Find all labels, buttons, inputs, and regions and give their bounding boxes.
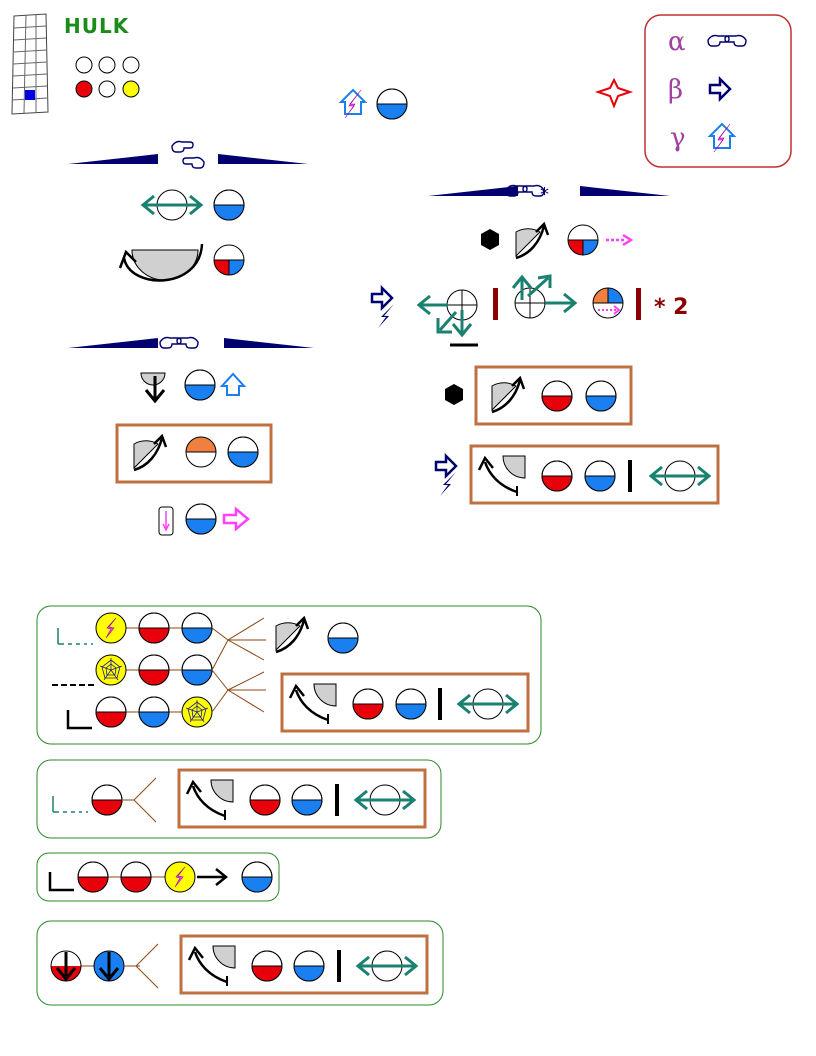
star-icon bbox=[594, 77, 634, 109]
panel-4-content bbox=[50, 934, 429, 995]
separator-bar bbox=[337, 950, 341, 982]
web-ball-icon bbox=[95, 654, 127, 686]
red-ball-icon bbox=[352, 688, 384, 720]
blue-ball-icon bbox=[138, 696, 170, 728]
red-ball-icon bbox=[77, 861, 109, 893]
legend-symbol-gamma: γ bbox=[670, 123, 686, 153]
launcher-arc-icon bbox=[132, 434, 168, 472]
combo-frame bbox=[474, 365, 633, 426]
blue-ball-icon bbox=[395, 688, 427, 720]
pointing-hand-icon bbox=[171, 140, 194, 153]
launcher-arc-icon bbox=[490, 376, 526, 414]
magenta-arrow-right-icon bbox=[222, 506, 250, 532]
separator-bar bbox=[493, 288, 498, 320]
legend-box: α β γ bbox=[594, 14, 792, 168]
red-ball-icon bbox=[120, 861, 152, 893]
launcher-arc-icon bbox=[514, 222, 550, 260]
section-header-2 bbox=[68, 336, 314, 349]
blue-ball-icon bbox=[291, 784, 323, 816]
blue-ball-icon bbox=[376, 88, 408, 120]
red-ball-icon bbox=[138, 612, 170, 644]
page-title: HULK bbox=[64, 14, 130, 38]
section-header-1 bbox=[68, 140, 308, 169]
down-input-icon bbox=[158, 506, 174, 536]
combo-frame bbox=[179, 934, 429, 995]
section-header-3: * bbox=[428, 184, 670, 205]
combo-frame bbox=[280, 672, 530, 733]
lightning-bolt-icon bbox=[378, 304, 394, 328]
multi-direction-arrows-icon bbox=[511, 274, 578, 319]
blue-ball-icon bbox=[227, 436, 259, 468]
panel-3-content bbox=[48, 861, 273, 893]
multiplier-label: * 2 bbox=[654, 295, 688, 320]
blue-down-ball-icon bbox=[93, 950, 125, 982]
left-right-arrows-icon bbox=[141, 188, 203, 222]
blue-ball-icon bbox=[584, 460, 616, 492]
arrow-right-icon bbox=[215, 868, 229, 886]
legend-symbol-alpha: α bbox=[668, 27, 686, 57]
red-down-ball-icon bbox=[50, 950, 82, 982]
red-ball-icon bbox=[249, 784, 281, 816]
separator-bar bbox=[628, 460, 632, 492]
house-lightning-icon bbox=[340, 89, 366, 119]
red-ball-icon bbox=[251, 950, 283, 982]
combo-frame bbox=[177, 768, 427, 829]
multi-direction-arrows-icon bbox=[416, 289, 478, 347]
half-circle-swing-icon bbox=[118, 243, 204, 282]
asterisk-icon: * bbox=[540, 184, 549, 205]
outline-arrow-right-icon bbox=[434, 454, 458, 478]
web-ball-icon bbox=[181, 696, 213, 728]
blue-ball-icon bbox=[185, 503, 217, 535]
red-ball-icon bbox=[91, 784, 123, 816]
dotted-arrow-right-icon bbox=[606, 233, 634, 247]
red-blue-ball-icon bbox=[567, 224, 599, 256]
up-arrow-icon bbox=[219, 372, 247, 396]
outline-arrow-right-icon bbox=[370, 286, 394, 310]
blue-ball-icon bbox=[181, 654, 213, 686]
blue-ball-icon bbox=[585, 380, 617, 412]
combo-panel-4 bbox=[36, 920, 444, 1006]
quarter-ball-icon bbox=[592, 287, 624, 319]
panel-2-content bbox=[52, 768, 427, 829]
separator-bar bbox=[335, 784, 339, 816]
red-ball-icon bbox=[138, 654, 170, 686]
down-press-icon bbox=[140, 372, 166, 404]
lightning-ball-icon bbox=[95, 612, 127, 644]
left-right-arrows-icon bbox=[649, 459, 711, 493]
blue-ball-icon bbox=[184, 369, 216, 401]
pointing-hand-icon bbox=[182, 156, 205, 169]
combo-frame bbox=[115, 423, 273, 484]
back-arc-icon bbox=[477, 454, 527, 498]
red-ball-icon bbox=[541, 460, 573, 492]
blue-ball-icon bbox=[241, 861, 273, 893]
hexagon-icon bbox=[445, 384, 463, 405]
combo-panel-2 bbox=[36, 759, 442, 839]
button-indicator bbox=[75, 56, 140, 98]
lightning-ball-icon bbox=[164, 861, 196, 893]
red-ball-icon bbox=[541, 380, 573, 412]
panel-1-content bbox=[51, 612, 530, 733]
orange-ball-icon bbox=[185, 436, 217, 468]
blue-ball-icon bbox=[181, 612, 213, 644]
combo-frame bbox=[469, 444, 720, 505]
legend-symbol-beta: β bbox=[668, 75, 683, 105]
position-grid bbox=[11, 13, 49, 115]
blue-ball-icon bbox=[327, 622, 359, 654]
hexagon-icon bbox=[481, 229, 499, 250]
separator-bar bbox=[438, 688, 442, 720]
red-ball-icon bbox=[95, 696, 127, 728]
separator-bar bbox=[636, 288, 641, 320]
blue-ball-icon bbox=[213, 189, 245, 221]
red-blue-ball-icon bbox=[213, 244, 245, 276]
pointing-hands-icon bbox=[159, 336, 199, 349]
blue-ball-icon bbox=[293, 950, 325, 982]
